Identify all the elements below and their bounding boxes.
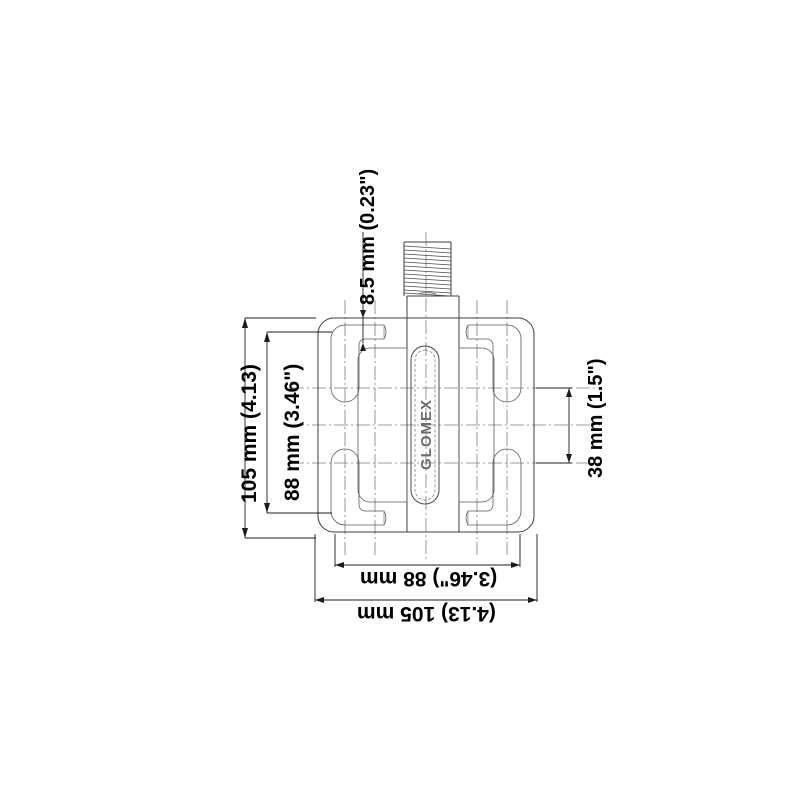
- dim-label-slot-width: 8.5 mm (0.23"): [357, 168, 379, 305]
- thread-lines: [403, 245, 452, 297]
- dim-slot-span-width: [334, 534, 521, 568]
- dim-label-slot-span-height: 88 mm (3.46"): [281, 363, 304, 501]
- dim-overall-height: [242, 317, 316, 539]
- centerlines: [290, 232, 600, 560]
- brand-logo-plate: [410, 345, 440, 505]
- threaded-stud: [403, 241, 452, 297]
- dim-label-overall-height: 105 mm (4.13): [238, 364, 261, 503]
- dim-label-overall-width: (4.13) 105 mm: [357, 602, 496, 625]
- bracket-body-outline: [317, 317, 535, 533]
- slot-bottom-right: [465, 448, 522, 526]
- dim-label-slot-span-width: (3.46") 88 mm: [360, 567, 498, 590]
- dim-center-strip-width: [536, 387, 572, 464]
- dim-label-center-strip-width: 38 mm (1.5"): [585, 358, 607, 478]
- slot-top-left: [330, 324, 387, 403]
- internal-edges: [383, 325, 469, 525]
- dim-overall-width: [314, 534, 538, 603]
- brand-logo-text: GLOMEX: [418, 398, 435, 470]
- slot-bottom-left: [330, 448, 387, 526]
- dim-slot-width: [360, 232, 366, 351]
- dim-slot-span-height: [264, 331, 332, 514]
- slot-top-right: [465, 324, 522, 403]
